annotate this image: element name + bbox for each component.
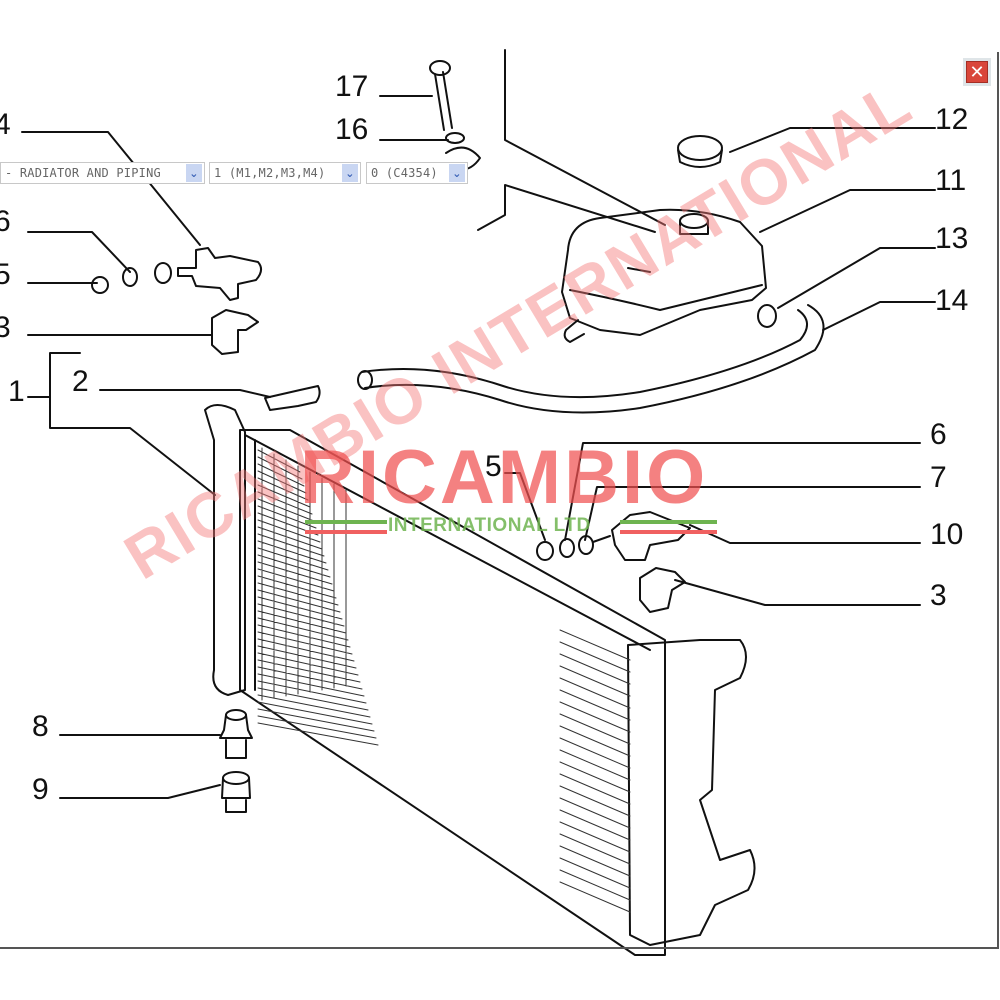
- expansion-tank: [561, 208, 767, 343]
- callout-9: 9: [32, 773, 49, 806]
- leader-9: [59, 784, 221, 799]
- callout-5-left: 5: [0, 258, 11, 291]
- radiator-fin-lines: [257, 447, 631, 913]
- callout-6-left: 6: [0, 205, 11, 238]
- callout-2: 2: [72, 365, 89, 398]
- close-icon: ✕: [966, 61, 988, 83]
- group-select[interactable]: - RADIATOR AND PIPING ⌄: [0, 162, 205, 184]
- callout-16: 16: [335, 113, 369, 146]
- drain-plug: [221, 771, 251, 813]
- leader-13: [777, 247, 936, 309]
- callout-13: 13: [935, 222, 969, 255]
- variant-select[interactable]: 1 (M1,M2,M3,M4) ⌄: [209, 162, 361, 184]
- chevron-down-icon[interactable]: ⌄: [342, 164, 358, 182]
- screw-part: [429, 60, 481, 171]
- leader-1: [27, 352, 216, 496]
- group-select-value: - RADIATOR AND PIPING: [5, 166, 161, 180]
- frame-border-right: [997, 52, 999, 949]
- code-select[interactable]: 0 (C4354) ⌄: [366, 162, 468, 184]
- callout-14: 14: [935, 284, 969, 317]
- callout-3-right: 3: [930, 579, 947, 612]
- watermark-red-bar-left: [305, 530, 387, 534]
- temperature-switch: [219, 709, 253, 759]
- overflow-hose: [357, 304, 825, 414]
- frame-border-bottom: [0, 947, 999, 949]
- expansion-tank-cap: [677, 135, 723, 168]
- leader-5-center: [504, 472, 546, 541]
- close-button[interactable]: ✕: [963, 58, 991, 86]
- callout-12: 12: [935, 103, 969, 136]
- callout-4: 4: [0, 108, 11, 141]
- watermark-brand: RICAMBIO: [300, 435, 709, 520]
- leader-3-right: [674, 579, 921, 606]
- callout-8: 8: [32, 710, 49, 743]
- variant-select-value: 1 (M1,M2,M3,M4): [214, 166, 326, 180]
- center-hardware: [536, 511, 691, 613]
- radiator-fins: [257, 447, 631, 913]
- code-select-value: 0 (C4354): [371, 166, 438, 180]
- leader-12: [729, 127, 936, 153]
- callout-17: 17: [335, 70, 369, 103]
- radiator: [204, 404, 756, 956]
- leader-2: [99, 389, 271, 398]
- callout-6-right: 6: [930, 418, 947, 451]
- callout-7: 7: [930, 461, 947, 494]
- callout-5-center: 5: [485, 450, 502, 483]
- leader-7: [584, 486, 921, 541]
- leader-11-upper: [504, 49, 666, 226]
- callout-3-left: 3: [0, 311, 11, 344]
- leader-14: [822, 301, 936, 331]
- leader-11-tank: [477, 184, 656, 233]
- leader-4: [21, 131, 201, 246]
- leader-6-left: [27, 231, 131, 273]
- leader-lines: [21, 49, 936, 799]
- left-hardware: [91, 247, 262, 355]
- watermark-green-bar-left: [305, 520, 387, 524]
- chevron-down-icon[interactable]: ⌄: [186, 164, 202, 182]
- bleed-screw: [264, 385, 321, 411]
- callout-1: 1: [8, 375, 25, 408]
- callout-11: 11: [935, 164, 967, 197]
- leader-11: [759, 189, 936, 233]
- leader-6-right: [564, 442, 921, 541]
- watermark-red-bar-right: [620, 530, 717, 534]
- watermark-green-bar-right: [620, 520, 717, 524]
- chevron-down-icon[interactable]: ⌄: [449, 164, 465, 182]
- grommet: [757, 304, 777, 328]
- leader-10: [689, 524, 921, 544]
- watermark-subtitle: INTERNATIONAL LTD: [388, 515, 591, 536]
- callout-10: 10: [930, 518, 964, 551]
